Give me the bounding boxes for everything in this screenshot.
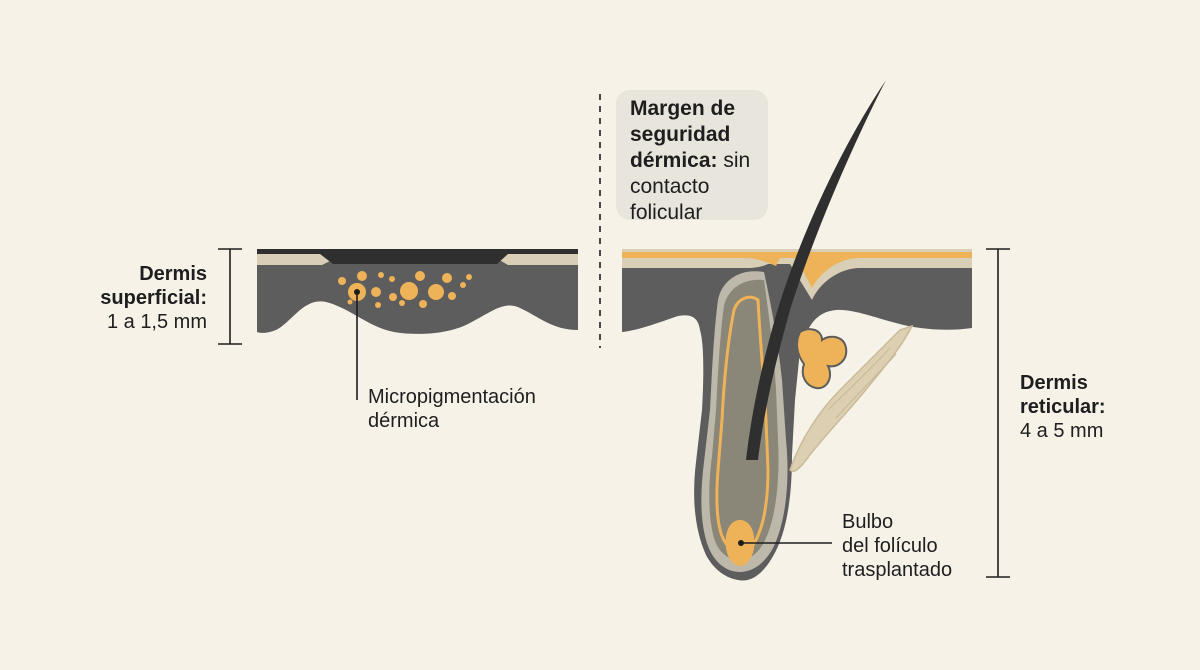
- callout-bold-text: Margen de seguridad dérmica:: [630, 97, 736, 172]
- callout-text: sin contacto folicular: [630, 149, 751, 224]
- safety-margin-callout: Margen de seguridad dérmica: sin contact…: [616, 90, 768, 224]
- text-line: del folículo: [842, 535, 938, 557]
- text-line: Dermis: [139, 263, 207, 285]
- text-line: superficial:: [100, 287, 207, 309]
- right-skin-section: [622, 249, 972, 581]
- arrector-muscle: [789, 324, 914, 472]
- micropigmentation-leader: [354, 289, 360, 400]
- text-line: dérmica: [368, 410, 440, 432]
- muscle-fiber-line: [827, 347, 891, 411]
- superficial-dimension-bracket: [218, 248, 242, 345]
- sebaceous-gland: [796, 328, 848, 390]
- reticular-dimension-bracket: [986, 248, 1010, 578]
- text-line: Bulbo: [842, 511, 893, 533]
- reticular-value: 4 a 5 mm: [1020, 420, 1103, 442]
- text-line: reticular:: [1020, 396, 1106, 418]
- hair-shaft: [746, 80, 886, 460]
- hair-follicle: [701, 271, 788, 572]
- text-line: trasplantado: [842, 559, 952, 581]
- superficial-value: 1 a 1,5 mm: [107, 311, 207, 333]
- pigment-particles: [338, 271, 472, 308]
- bulb-leader: [738, 540, 832, 546]
- text-line: Dermis: [1020, 372, 1088, 394]
- muscle-fiber-line: [835, 353, 897, 419]
- text-line: Micropigmentación: [368, 386, 536, 408]
